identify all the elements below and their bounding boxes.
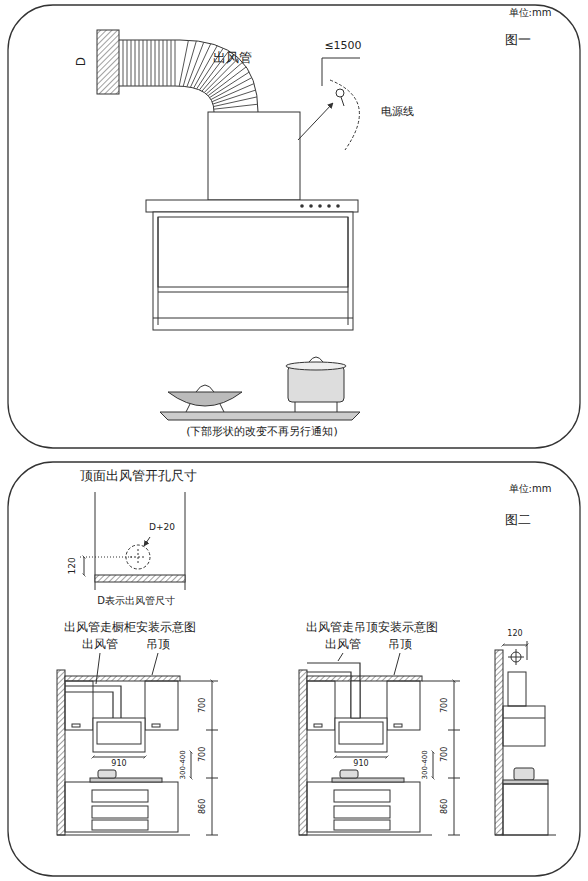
control-buttons (300, 204, 340, 208)
duct-rib (163, 40, 164, 86)
dimension-label: 860 (442, 798, 451, 813)
duct-rib (127, 40, 128, 86)
hood-body (153, 212, 353, 330)
text-label: 吊顶 (388, 638, 412, 651)
text-label: 单位:mm (509, 7, 552, 18)
duct-rib (179, 40, 188, 86)
text-label: 电源线 (381, 106, 414, 118)
flexible-duct (119, 40, 258, 112)
power-plug (336, 89, 344, 97)
duct-rib (151, 40, 152, 86)
duct-route (65, 686, 121, 718)
text-label: 出风管走橱柜安装示意图 (64, 621, 196, 634)
side-hood (503, 706, 545, 746)
wok (168, 392, 242, 406)
text-label: ≤1500 (324, 40, 361, 52)
dimension-label: 300-400 (422, 750, 430, 779)
dimension-label: 700 (442, 746, 451, 761)
panel-frame (8, 5, 580, 448)
hood-glass (158, 217, 348, 287)
cabinet-route-scheme (57, 670, 218, 835)
text-label: 出风管走吊顶安装示意图 (306, 621, 438, 634)
panel-frame (8, 462, 580, 876)
duct-rib (139, 40, 140, 86)
text-label: D+20 (149, 523, 175, 533)
text-label: 吊顶 (146, 638, 170, 651)
duct-rib (135, 40, 136, 86)
duct-rib (171, 40, 172, 86)
side-chimney (508, 672, 526, 706)
cord-range-arc (330, 80, 359, 150)
text-label: D表示出风管尺寸 (97, 595, 175, 606)
chimney (208, 112, 300, 200)
duct-rib (147, 40, 148, 86)
duct-rib (155, 40, 156, 86)
dimension-label: 300-400 (180, 750, 188, 779)
duct-rib (167, 40, 168, 86)
text-label: 910 (111, 760, 126, 769)
text-label: 910 (353, 760, 368, 769)
duct-rib (159, 40, 160, 86)
dimension-label: 700 (200, 697, 209, 712)
dimension-label: 860 (200, 798, 209, 813)
countertop (160, 412, 360, 420)
text-label: 出风管 (325, 638, 361, 651)
hood-top (146, 200, 358, 212)
duct-rib (131, 40, 132, 86)
duct-hole (126, 545, 150, 569)
duct-route (307, 663, 360, 718)
text-label: 出风管 (82, 638, 118, 651)
duct-rib (206, 62, 242, 94)
dimension-label: 120 (68, 557, 78, 574)
side-wall (495, 650, 503, 835)
wall-section (97, 30, 119, 94)
text-label: (下部形状的改变不再另行通知) (186, 426, 338, 438)
text-label: 图一 (505, 33, 531, 47)
duct-rib (211, 78, 252, 100)
dimension-label: D (75, 57, 88, 66)
text-label: 单位:mm (509, 483, 552, 494)
text-label: 120 (507, 630, 522, 639)
text-label: 顶面出风管开孔尺寸 (80, 469, 197, 483)
leader-line (298, 103, 333, 140)
dimension-label: 700 (442, 697, 451, 712)
duct-rib (143, 40, 144, 86)
text-label: 图二 (505, 513, 531, 527)
duct-rib (214, 104, 258, 109)
duct-rib (175, 40, 176, 86)
duct-rib (123, 40, 124, 86)
dimension-label: 700 (200, 746, 209, 761)
text-label: 出风管 (213, 51, 252, 65)
duct-rib (190, 44, 210, 88)
pot (288, 366, 344, 402)
